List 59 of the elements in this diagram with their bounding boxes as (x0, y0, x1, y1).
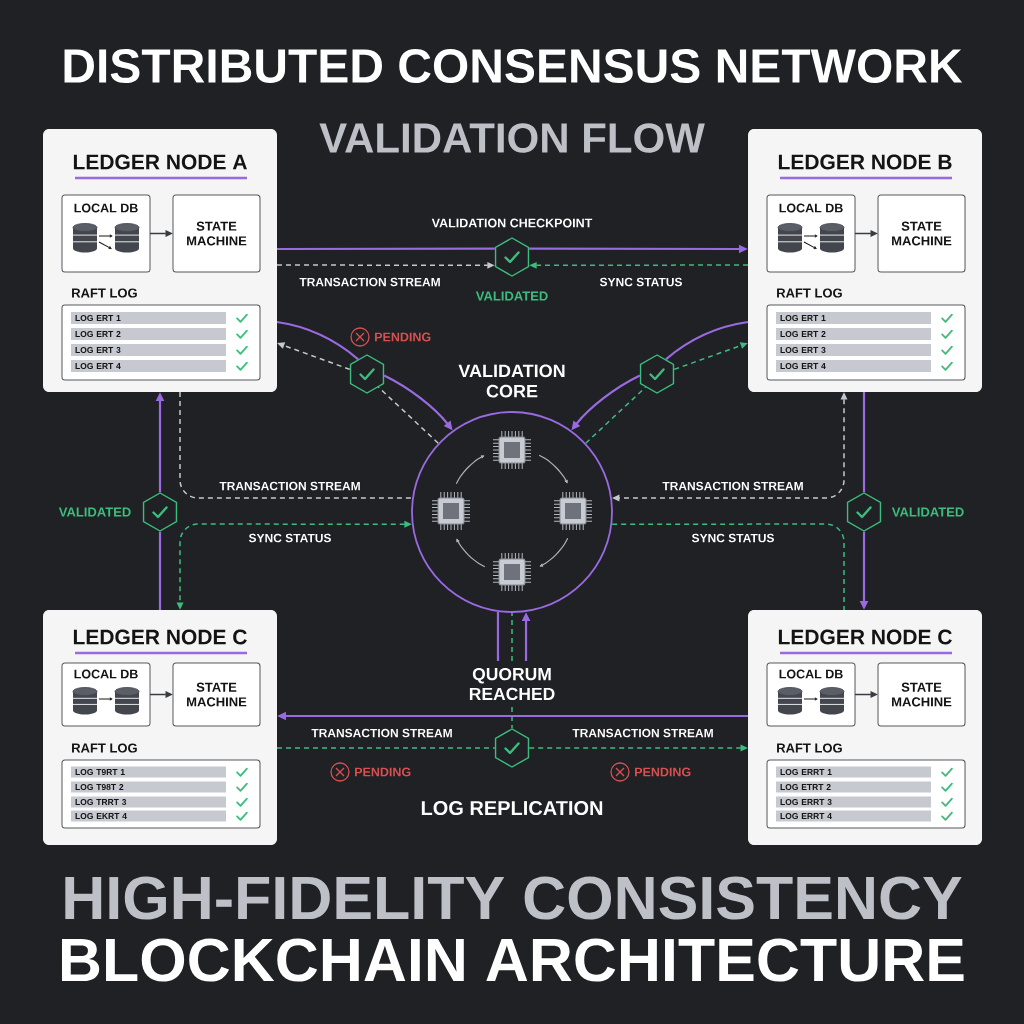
node-label: RAFT LOG (72, 743, 137, 753)
edge-label: SYNC STATUS (690, 532, 776, 544)
dashed-line (511, 706, 513, 729)
log-entry: LOG ERRT 4 (776, 810, 931, 822)
node-label: VALIDATION CORE (458, 364, 565, 398)
dashed-line (585, 386, 647, 444)
edge-label: TRANSACTION STREAM (660, 480, 806, 492)
log-entry: LOG EKRT 4 (71, 810, 226, 822)
line (862, 392, 866, 493)
node-label: RAFT LOG (777, 743, 842, 753)
log-entry: LOG ERT 2 (776, 328, 931, 340)
dashed-line (276, 747, 496, 749)
edge-label: SYNC STATUS (247, 532, 333, 544)
dashed-line (179, 391, 413, 499)
component-box: STATE MACHINE (172, 662, 261, 727)
dashed-line (377, 386, 439, 444)
subtitle: VALIDATION FLOW (319, 123, 705, 153)
component-box: STATE MACHINE (877, 194, 966, 273)
log-entry: LOG ERRT 1 (776, 766, 931, 778)
log-entry: LOG ERT 1 (776, 312, 931, 324)
status-label: VALIDATED (891, 507, 964, 517)
line (665, 320, 749, 361)
edge-label: TRANSACTION STREAM (309, 727, 455, 739)
node-label: RAFT LOG (72, 288, 137, 298)
edge-label: TRANSACTION STREAM (570, 727, 716, 739)
edge-label: TRANSACTION STREAM (297, 276, 443, 288)
line (277, 247, 495, 251)
status-label: PENDING (375, 332, 431, 342)
log-entry: LOG T98T 2 (71, 781, 226, 793)
dashed-line (611, 523, 845, 611)
log-entry: LOG ERT 3 (776, 344, 931, 356)
log-entry: LOG T9RT 1 (71, 766, 226, 778)
log-entry: LOG ERRT 3 (776, 796, 931, 808)
log-entry: LOG ETRT 2 (776, 781, 931, 793)
status-label: PENDING (355, 767, 411, 777)
dashed-line (511, 612, 513, 662)
footer-title: HIGH-FIDELITY CONSISTENCY (65, 876, 962, 920)
line (496, 611, 500, 661)
status-heading: QUORUM REACHED (469, 667, 555, 701)
log-entry: LOG ERT 1 (71, 312, 226, 324)
log-entry: LOG ERT 4 (776, 360, 931, 372)
status-label: VALIDATED (475, 291, 548, 301)
component-box: STATE MACHINE (877, 662, 966, 727)
line (276, 320, 359, 361)
status-label: VALIDATED (58, 507, 131, 517)
node-label: RAFT LOG (777, 288, 842, 298)
section-label: LOG REPLICATION (421, 800, 603, 816)
component-box: STATE MACHINE (172, 194, 261, 273)
log-entry: LOG TRRT 3 (71, 796, 226, 808)
status-label: VALIDATION CHECKPOINT (431, 218, 593, 228)
log-entry: LOG ERT 4 (71, 360, 226, 372)
edge-label: TRANSACTION STREAM (217, 480, 363, 492)
footer-title: BLOCKCHAIN ARCHITECTURE (62, 938, 964, 982)
edge-label: SYNC STATUS (598, 276, 684, 288)
line (158, 531, 162, 610)
log-entry: LOG ERT 2 (71, 328, 226, 340)
title: DISTRIBUTED CONSENSUS NETWORK (64, 49, 963, 83)
status-label: PENDING (635, 767, 691, 777)
log-entry: LOG ERT 3 (71, 344, 226, 356)
